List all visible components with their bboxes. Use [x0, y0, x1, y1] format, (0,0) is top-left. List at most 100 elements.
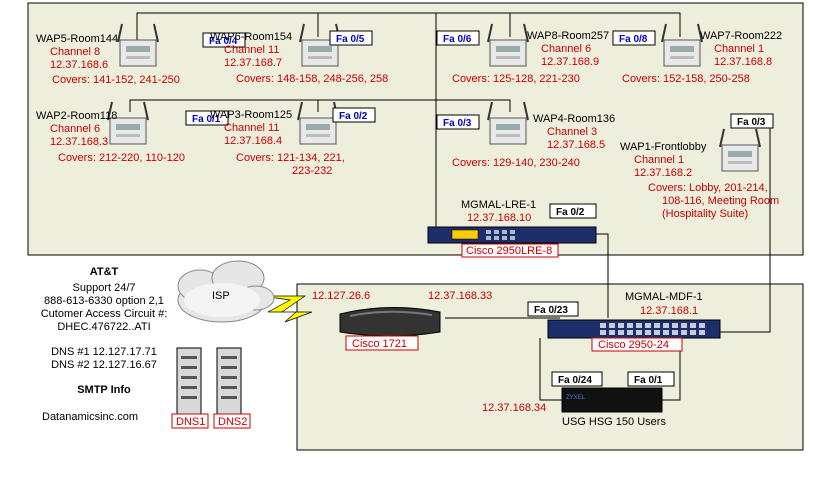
ap-port-label: Fa 0/3 [730, 113, 774, 129]
lre-port-leds [486, 230, 515, 240]
wireless-ap-icon [299, 23, 341, 67]
ap-ip: 12.37.168.9 [541, 56, 599, 68]
ap-coverage: Covers: 141-152, 241-250 [52, 74, 180, 86]
mdf-port-leds [600, 323, 705, 335]
router-model-tag: Cisco 1721 [345, 335, 419, 351]
svg-text:Fa 0/2: Fa 0/2 [556, 207, 585, 218]
ap-port-label: Fa 0/6 [436, 30, 480, 46]
svg-text:Cisco 1721: Cisco 1721 [352, 338, 407, 350]
svg-text:DNS2: DNS2 [218, 416, 247, 428]
wireless-ap-icon [661, 23, 703, 67]
svg-text:Cisco 2950-24: Cisco 2950-24 [598, 339, 669, 351]
lre-switch: MGMAL-LRE-1 12.37.168.10 Fa 0/2 Cisco 29… [427, 199, 597, 258]
isp-label: ISP [212, 290, 230, 302]
ap-port-label: Fa 0/5 [329, 30, 373, 46]
ap-channel: Channel 1 [714, 43, 764, 55]
ap-name: WAP8-Room257 [527, 30, 609, 42]
ap-channel: Channel 8 [50, 46, 100, 58]
ap-ip: 12.37.168.4 [224, 135, 282, 147]
att-line-4: DHEC.476722..ATI [57, 321, 150, 333]
ap-ip: 12.37.168.5 [547, 139, 605, 151]
fw-port-a-label: Fa 0/24 [551, 371, 603, 387]
dns1-info: DNS #1 12.127.17.71 [51, 346, 157, 358]
wireless-ap-icon [487, 101, 529, 145]
svg-text:Fa 0/8: Fa 0/8 [619, 34, 648, 45]
ap-coverage: Covers: Lobby, 201-214, [648, 182, 768, 194]
wireless-ap-icon [297, 101, 339, 145]
router-lan-ip: 12.37.168.33 [428, 290, 492, 302]
svg-text:Fa 0/5: Fa 0/5 [336, 34, 365, 45]
wireless-ap-icon [117, 23, 159, 67]
svg-text:Fa 0/4: Fa 0/4 [209, 36, 238, 47]
wan-link-icon [261, 295, 313, 323]
isp-cloud-icon: ISP [177, 260, 275, 323]
ap-channel: Channel 11 [224, 44, 279, 56]
ap-coverage: Covers: 121-134, 221, [236, 152, 345, 164]
wireless-ap-icon [719, 128, 761, 172]
ap-coverage: (Hospitality Suite) [662, 208, 748, 220]
firewall-label: USG HSG 150 Users [562, 416, 666, 428]
mdf-ip: 12.37.168.1 [640, 305, 698, 317]
dns2-info: DNS #2 12.127.16.67 [51, 359, 157, 371]
ap-coverage: Covers: 212-220, 110-120 [58, 152, 185, 164]
fw-port-b-label: Fa 0/1 [627, 371, 675, 387]
ap-coverage: Covers: 129-140, 230-240 [452, 157, 580, 169]
svg-text:Fa 0/1: Fa 0/1 [192, 114, 221, 125]
ap-ip: 12.37.168.2 [634, 167, 692, 179]
ap-coverage: Covers: 148-158, 248-256, 258 [236, 73, 388, 85]
firewall-ip: 12.37.168.34 [482, 402, 546, 414]
svg-text:Fa 0/1: Fa 0/1 [634, 375, 663, 386]
ap-channel: Channel 11 [224, 122, 279, 134]
svg-text:Fa 0/6: Fa 0/6 [443, 34, 472, 45]
ap-name: WAP7-Room222 [700, 30, 782, 42]
server-icon [176, 347, 202, 415]
ap-name: WAP4-Room136 [533, 113, 615, 125]
ap-name: WAP6-Room154 [210, 31, 292, 43]
ap-channel: Channel 6 [50, 123, 100, 135]
mdf-switch: MGMAL-MDF-1 12.37.168.1 Fa 0/23 Cisco 29… [527, 291, 721, 352]
ap-channel: Channel 1 [634, 154, 684, 166]
router: 12.127.26.6 12.37.168.33 Cisco 1721 [312, 290, 492, 351]
ap-ip: 12.37.168.8 [714, 56, 772, 68]
ap-channel: Channel 6 [541, 43, 591, 55]
att-info: AT&T Support 24/7 888-613-6330 option 2,… [41, 266, 168, 423]
dns-servers: DNS1 DNS2 [171, 347, 251, 429]
ap-coverage: Covers: 152-158, 250-258 [622, 73, 750, 85]
lre-model-tag: Cisco 2950LRE-8 [461, 243, 559, 258]
att-line-1: Support 24/7 [73, 282, 136, 294]
ap-port-label: Fa 0/8 [612, 30, 656, 46]
ap-name: WAP2-Room118 [36, 110, 117, 122]
firewall: ZYXEL Fa 0/24 Fa 0/1 12.37.168.34 USG HS… [482, 371, 675, 428]
dns2-tag: DNS2 [213, 413, 251, 429]
dns1-tag: DNS1 [171, 413, 209, 429]
lre-port-label: Fa 0/2 [549, 203, 597, 219]
svg-text:Fa 0/24: Fa 0/24 [558, 375, 592, 386]
svg-text:Cisco 2950LRE-8: Cisco 2950LRE-8 [466, 245, 552, 257]
ap-name: WAP1-Frontlobby [620, 141, 707, 153]
svg-text:Fa 0/2: Fa 0/2 [339, 111, 368, 122]
mdf-port-in-label: Fa 0/23 [527, 301, 579, 317]
ap-name: WAP5-Room144 [36, 33, 118, 45]
ap-ip: 12.37.168.3 [50, 136, 108, 148]
ap-name: WAP3-Room125 [210, 109, 292, 121]
lre-ip: 12.37.168.10 [467, 212, 531, 224]
ap-port-label: Fa 0/1 [185, 110, 229, 126]
mdf-model-tag: Cisco 2950-24 [591, 337, 683, 352]
ap-coverage: 223-232 [292, 165, 332, 177]
att-line-2: 888-613-6330 option 2,1 [44, 295, 164, 307]
lre-name: MGMAL-LRE-1 [461, 199, 536, 211]
smtp-domain: Datanamicsinc.com [42, 411, 138, 423]
connection-lines [129, 12, 771, 401]
firewall-brand: ZYXEL [566, 395, 586, 401]
server-icon [216, 347, 242, 415]
ap-coverage: Covers: 125-128, 221-230 [452, 73, 580, 85]
